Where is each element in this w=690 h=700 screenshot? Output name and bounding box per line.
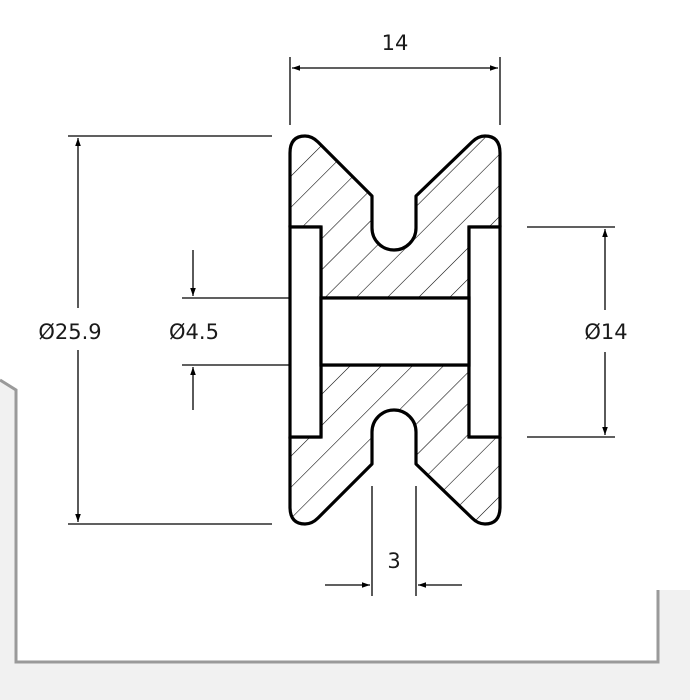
lower-section-hatched (288, 363, 502, 526)
dimension-outer-diameter: Ø25.9 (38, 135, 272, 525)
shaft-bore (319, 296, 471, 367)
label-groove-width: 3 (387, 549, 400, 573)
label-overall-width: 14 (382, 31, 409, 55)
right-bearing-insert (467, 225, 502, 439)
dimension-overall-width: 14 (289, 31, 501, 125)
left-bearing-insert (288, 225, 323, 439)
dimension-groove-width: 3 (325, 486, 462, 596)
dimension-bore-diameter: Ø4.5 (169, 250, 290, 410)
label-bore-diameter: Ø4.5 (169, 320, 219, 344)
upper-section-hatched (288, 134, 502, 300)
label-hub-diameter: Ø14 (584, 320, 627, 344)
sheet-border (0, 378, 660, 664)
label-outer-diameter: Ø25.9 (38, 320, 101, 344)
dimension-hub-diameter: Ø14 (527, 226, 628, 438)
